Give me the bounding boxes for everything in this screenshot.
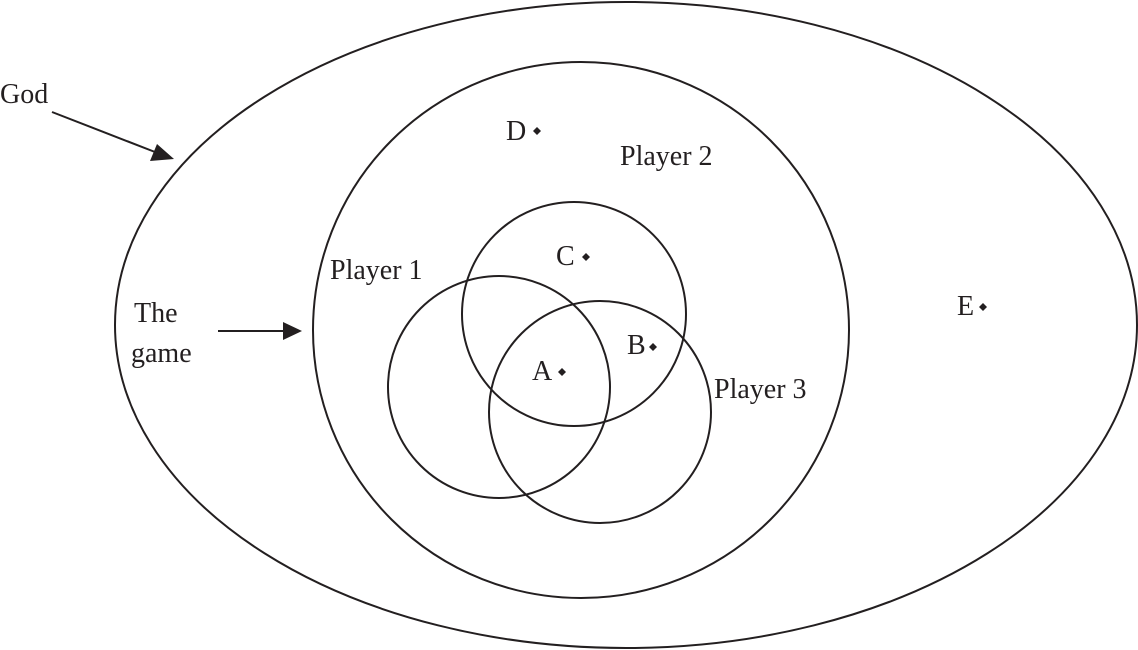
- player2-circle: [461, 201, 687, 427]
- game-arrow: [218, 322, 302, 340]
- god-arrow: [51, 111, 174, 161]
- point-c-dot: [582, 253, 590, 261]
- player2-label: Player 2: [620, 141, 713, 172]
- point-d-dot: [533, 127, 541, 135]
- player1-circle: [387, 275, 611, 499]
- point-e-label: E: [957, 291, 974, 322]
- player3-circle: [488, 300, 712, 524]
- god-label: God: [0, 79, 48, 110]
- game-label-line2: game: [131, 338, 192, 369]
- player1-label: Player 1: [330, 255, 423, 286]
- point-c-label: C: [556, 241, 575, 272]
- point-b-label: B: [627, 330, 646, 361]
- point-d-label: D: [506, 116, 526, 147]
- point-a-dot: [558, 368, 566, 376]
- game-label-line1: The: [134, 298, 178, 329]
- god-ellipse: [114, 1, 1138, 649]
- point-e-dot: [979, 303, 987, 311]
- point-a-label: A: [532, 356, 553, 387]
- player3-label: Player 3: [714, 374, 807, 405]
- game-circle: [312, 61, 850, 599]
- point-b-dot: [649, 343, 657, 351]
